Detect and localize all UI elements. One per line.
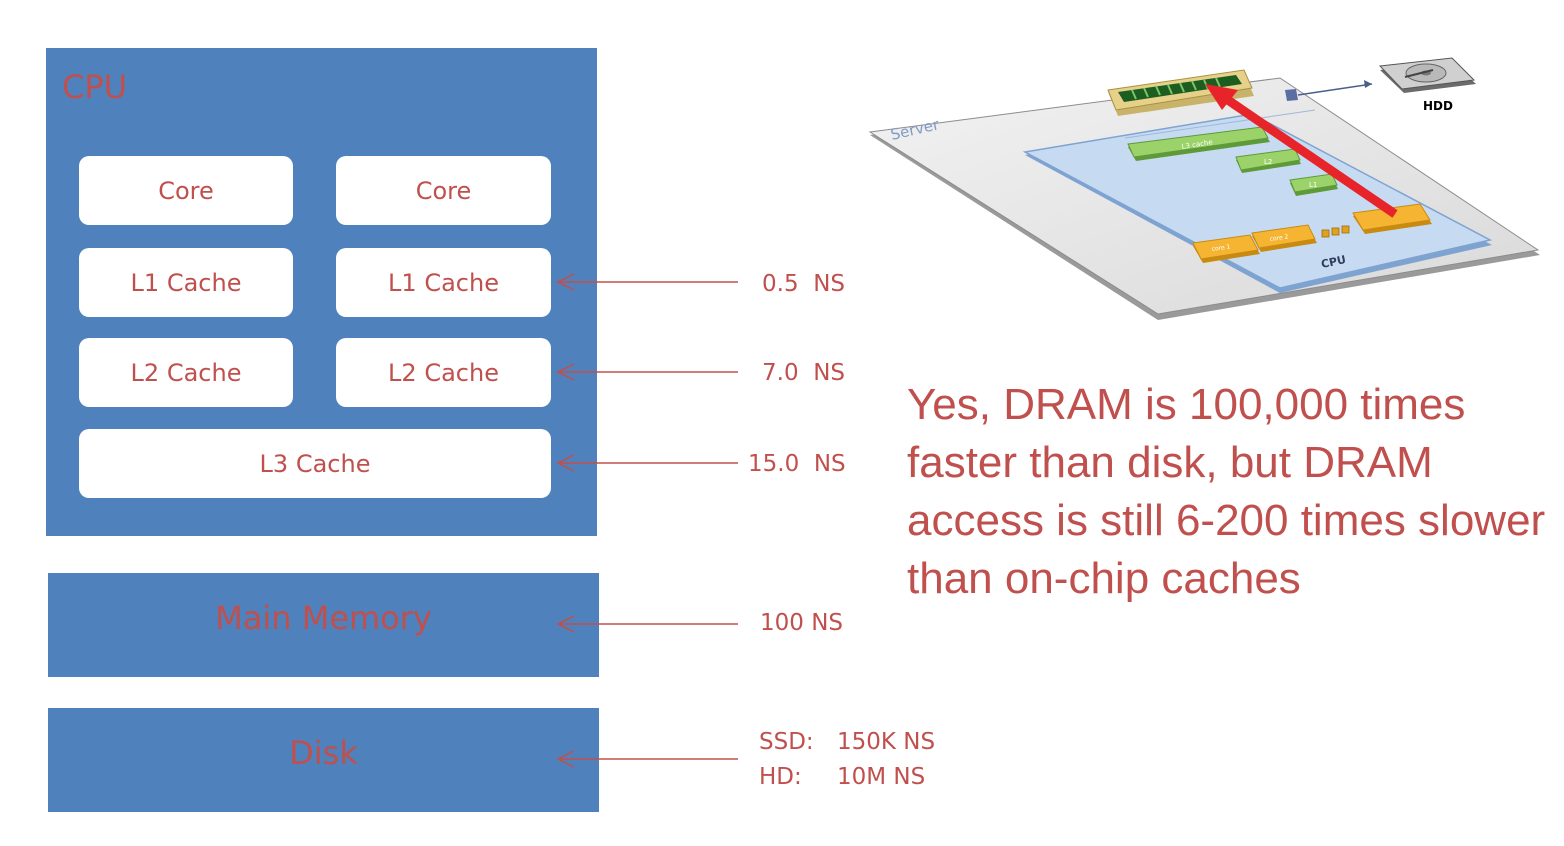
disk-label: Disk <box>289 734 358 772</box>
l1-cache-chip <box>1289 173 1338 196</box>
arrow-l1 <box>556 273 738 291</box>
disk-block: Disk <box>48 708 599 812</box>
hdd-icon <box>1378 57 1476 93</box>
main-memory-label: Main Memory <box>215 599 432 637</box>
arrow-l3 <box>556 454 738 472</box>
latency-l3: 15.0 NS <box>748 451 846 477</box>
cpu-chip-label: CPU <box>1320 253 1347 271</box>
l1-cache-1: L1 Cache <box>79 248 293 317</box>
core-chip-2-label: core 2 <box>1269 233 1289 243</box>
l1-chip-label: L1 <box>1309 181 1317 189</box>
hdd-connector <box>1285 80 1373 101</box>
core-chip-1-label: core 1 <box>1211 243 1231 253</box>
latency-ssd-value: 150K NS <box>837 729 936 755</box>
latency-ssd-label: SSD: <box>759 729 814 755</box>
l2-chip-label: L2 <box>1264 158 1272 166</box>
l3-cache-chip <box>1127 126 1270 161</box>
l3-cache: L3 Cache <box>79 429 551 498</box>
latency-memory: 100 NS <box>760 610 844 636</box>
arrow-l2 <box>556 363 738 381</box>
main-memory-block: Main Memory <box>48 573 599 677</box>
core-1: Core <box>79 156 293 225</box>
l2-cache-1: L2 Cache <box>79 338 293 407</box>
latency-hd-value: 10M NS <box>837 764 926 790</box>
l2-cache-chip <box>1235 148 1301 173</box>
latency-l2: 7.0 NS <box>762 360 846 386</box>
arrow-memory <box>556 615 738 633</box>
latency-l1: 0.5 NS <box>762 271 846 297</box>
latency-hd-label: HD: <box>759 764 802 790</box>
core-pins <box>1321 225 1350 238</box>
core-chip-2 <box>1251 224 1317 252</box>
core-2: Core <box>336 156 551 225</box>
arrow-disk <box>556 750 738 768</box>
l1-cache-2: L1 Cache <box>336 248 551 317</box>
server-illustration: Server HDD CPU L3 cache <box>868 57 1540 320</box>
dram-module <box>1107 69 1254 116</box>
hdd-label: HDD <box>1423 99 1453 113</box>
dram-access-arrow <box>1205 84 1398 218</box>
l2-cache-2: L2 Cache <box>336 338 551 407</box>
dram-message: Yes, DRAM is 100,000 times faster than d… <box>907 380 1546 603</box>
cpu-title: CPU <box>62 68 128 106</box>
core-chip-1 <box>1192 234 1260 263</box>
